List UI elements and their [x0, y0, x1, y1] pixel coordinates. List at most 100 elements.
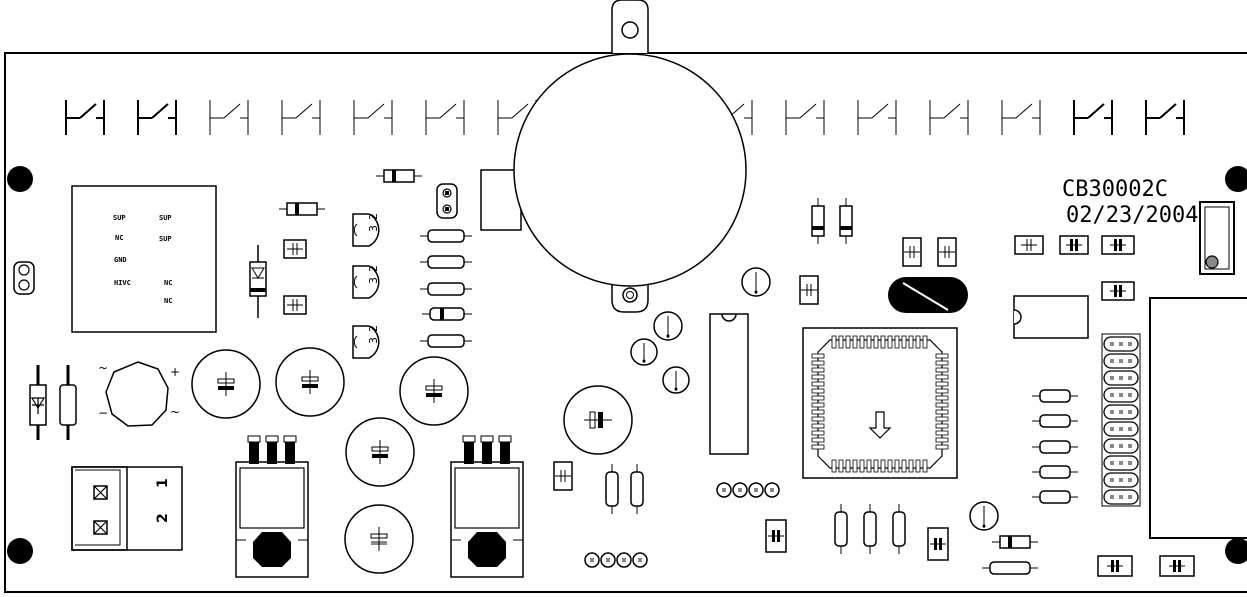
resistor: [1032, 389, 1078, 403]
header-pin: [1103, 421, 1139, 437]
power-label-1: SUP: [113, 214, 126, 222]
header-2pin-center: [436, 183, 458, 219]
switch-contact: [857, 100, 897, 135]
terminal-pin-2: 2: [155, 513, 171, 523]
transistor-pin-2: 2: [367, 213, 380, 220]
diode: [376, 169, 422, 183]
resistor: [1032, 440, 1078, 454]
display-outline: [1149, 297, 1247, 539]
mounting-tab-top: [611, 0, 649, 53]
switch-contact: [1001, 100, 1041, 135]
switch-contact: [209, 100, 249, 135]
pin-header-column: [1101, 333, 1141, 507]
resistor: [630, 464, 644, 514]
connector-top-right: [1199, 201, 1235, 275]
transistor-to92: 23: [352, 213, 380, 247]
electrolytic-capacitor: [275, 347, 345, 417]
bridge-plus: +: [170, 365, 180, 379]
terminal-pin-1: 1: [155, 478, 171, 488]
resistor: [1032, 490, 1078, 504]
resistor: [420, 282, 472, 296]
film-capacitor: [765, 519, 787, 553]
resistor: [892, 504, 906, 554]
zener-diode: [249, 245, 267, 318]
electrolytic-capacitor: [191, 349, 261, 419]
transistor-pin-3: 3: [367, 337, 380, 344]
dip-ic: [709, 313, 749, 455]
header-pin: [1103, 489, 1139, 505]
power-label-6: HIVC: [114, 279, 131, 287]
regulator-left: [235, 435, 309, 578]
film-capacitor: [1101, 235, 1135, 255]
switch-contact: [353, 100, 393, 135]
switch-contact: [1145, 100, 1185, 135]
power-connector-block: [71, 185, 217, 333]
film-capacitor: [1159, 555, 1195, 577]
power-label-7: NC: [164, 279, 172, 287]
film-capacitor: [1014, 235, 1044, 255]
bridge-rectifier: [105, 361, 169, 427]
film-capacitor: [1097, 555, 1133, 577]
resistor: [834, 504, 848, 554]
small-transistor: [653, 311, 683, 341]
header-pin: [1103, 353, 1139, 369]
resistor: [605, 464, 619, 514]
bridge-ac-top: ~: [98, 361, 108, 375]
film-capacitor: [553, 461, 573, 491]
electrolytic-capacitor: [345, 417, 415, 487]
diode-left: [29, 365, 47, 440]
mounting-hole-bl: [7, 538, 33, 564]
mounting-hole-br: [1225, 538, 1247, 564]
film-capacitor: [1059, 235, 1089, 255]
power-label-2: SUP: [159, 214, 172, 222]
resistor: [982, 561, 1038, 575]
header-4pin-bottom: [584, 552, 648, 568]
power-label-3: NC: [115, 234, 123, 242]
film-capacitor: [937, 237, 957, 267]
resistor: [1032, 465, 1078, 479]
switch-contact: [137, 100, 177, 135]
header-pin: [1103, 438, 1139, 454]
power-label-4: SUP: [159, 235, 172, 243]
resistor: [1032, 414, 1078, 428]
film-capacitor: [902, 237, 922, 267]
crystal: [888, 277, 968, 313]
switch-contact: [785, 100, 825, 135]
diode: [839, 198, 853, 244]
electrolytic-capacitor: [399, 356, 469, 426]
film-capacitor: [283, 295, 307, 315]
regulator-right: [450, 435, 524, 578]
resistor-column: [420, 229, 1078, 575]
resistor: [420, 334, 472, 348]
small-transistor: [630, 338, 658, 366]
power-label-5: GND: [114, 256, 127, 264]
header-pin: [1103, 404, 1139, 420]
power-label-8: NC: [164, 297, 172, 305]
resistor: [422, 307, 472, 321]
header-pin: [1103, 336, 1139, 352]
header-pin: [1103, 472, 1139, 488]
plcc-chip: [802, 327, 958, 479]
header-pin: [1103, 387, 1139, 403]
switch-contact: [929, 100, 969, 135]
electrolytic-capacitors: [191, 347, 633, 574]
mounting-hole-tl: [7, 166, 33, 192]
resistor-left: [59, 365, 77, 440]
transistor-to92: 23: [352, 265, 380, 299]
transistor-pin-2: 2: [367, 265, 380, 272]
film-capacitor: [283, 239, 307, 259]
film-capacitor: [1101, 281, 1135, 301]
board-part-number: CB30002C: [1062, 177, 1168, 202]
switch-contact: [1073, 100, 1113, 135]
header-4pin-center: [716, 482, 780, 498]
header-pin: [1103, 455, 1139, 471]
resistor: [420, 255, 472, 269]
small-components: [249, 169, 1195, 577]
header-2pin-left: [13, 261, 35, 295]
transistor-pin-2: 2: [367, 325, 380, 332]
diode: [992, 535, 1038, 549]
board-date: 02/23/2004: [1066, 203, 1198, 228]
bridge-ac-bottom: ~: [170, 405, 180, 419]
